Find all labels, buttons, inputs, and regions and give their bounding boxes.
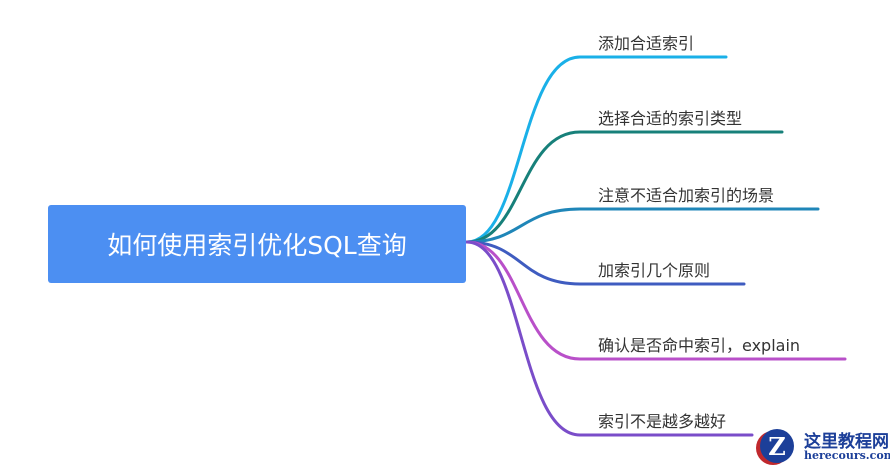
root-label: 如何使用索引优化SQL查询 xyxy=(107,231,407,260)
watermark-logo-icon: Z xyxy=(760,429,794,463)
branch-label[interactable]: 注意不适合加索引的场景 xyxy=(598,186,775,205)
branch-connector xyxy=(465,240,746,286)
watermark-title: 这里教程网 xyxy=(804,432,889,452)
branch-connector xyxy=(465,55,728,244)
branch-label[interactable]: 索引不是越多越好 xyxy=(598,412,727,431)
branch-connector xyxy=(465,240,754,437)
branch-label[interactable]: 确认是否命中索引，explain xyxy=(598,336,801,355)
branch-label[interactable]: 选择合适的索引类型 xyxy=(598,109,743,128)
branch-label[interactable]: 添加合适索引 xyxy=(598,34,695,53)
root-node[interactable]: 如何使用索引优化SQL查询 xyxy=(48,205,466,283)
branch-connector xyxy=(465,240,847,361)
branch-connector xyxy=(465,207,820,244)
watermark-domain: herecours.com xyxy=(804,449,890,462)
watermark: Z 这里教程网 herecours.com xyxy=(752,425,890,468)
branch-label[interactable]: 加索引几个原则 xyxy=(598,261,711,280)
branch-connector xyxy=(465,130,784,244)
